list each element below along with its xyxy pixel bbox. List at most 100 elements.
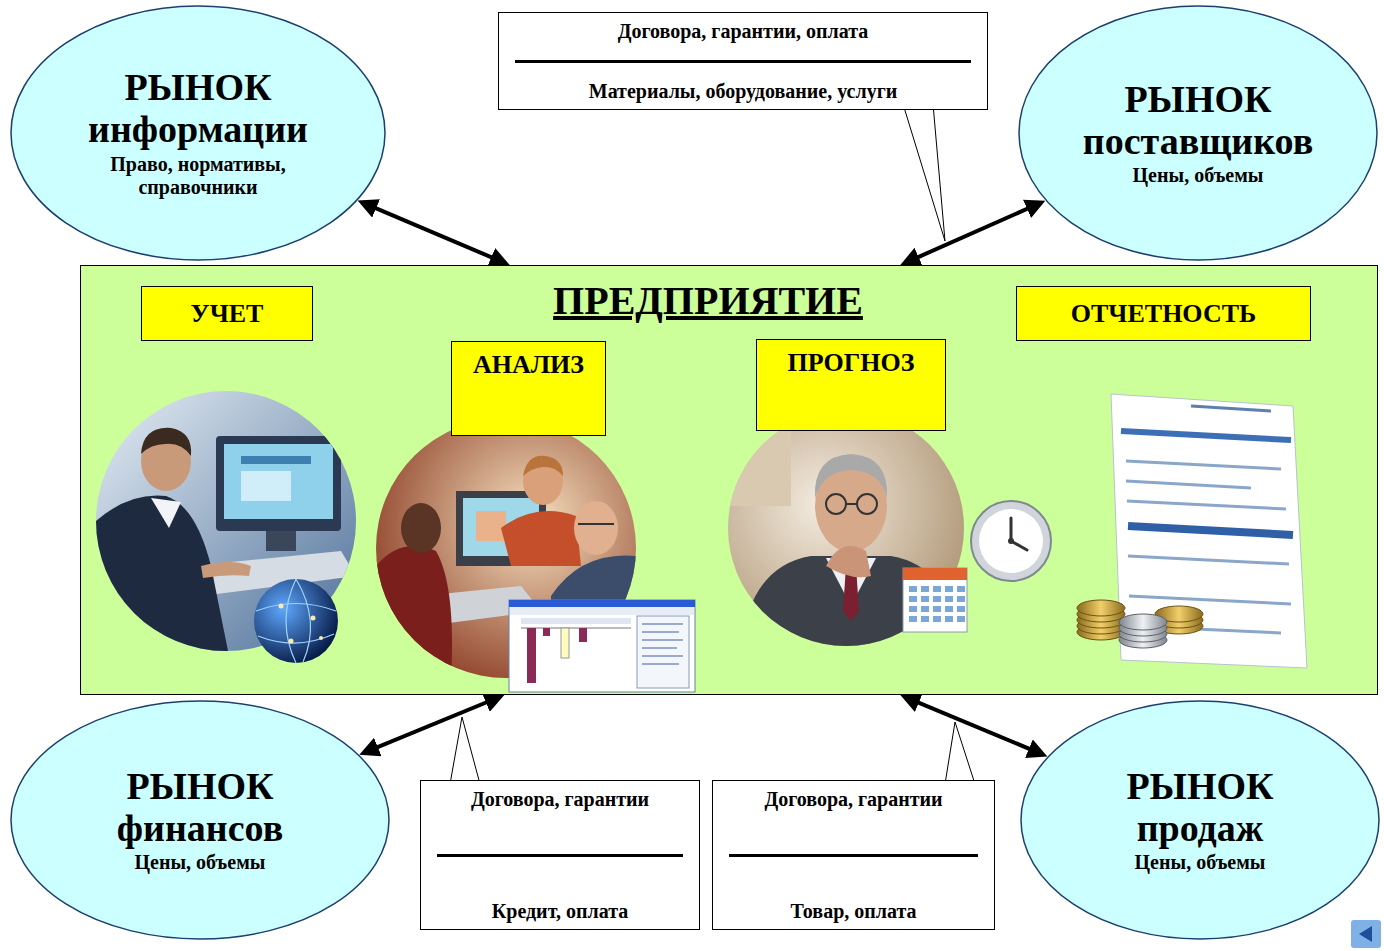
- callout-tail: [450, 717, 480, 784]
- forecast-photo: [728, 410, 964, 646]
- function-name: АНАЛИЗ: [473, 350, 584, 380]
- terms-text: Договора, гарантии: [433, 787, 687, 811]
- coin-stacks: [1119, 614, 1167, 630]
- forecast-photo: [826, 494, 846, 514]
- clock-icon: [971, 501, 1051, 581]
- callout-box: Договора, гарантииТовар, оплата: [712, 780, 995, 930]
- market-note: Цены, объемы: [1071, 164, 1326, 187]
- spreadsheet-window: [509, 600, 695, 692]
- report-document: [1121, 431, 1291, 440]
- connector-arrow: [367, 698, 497, 752]
- accounting-photo: [241, 456, 311, 464]
- spreadsheet-window: [509, 600, 695, 607]
- clock-icon: [1011, 518, 1027, 550]
- spreadsheet-window: [579, 628, 587, 642]
- forecast-photo: [815, 454, 887, 498]
- globe-icon: [254, 579, 338, 663]
- forecast-photo: [728, 410, 964, 646]
- nav-button: [1359, 926, 1372, 942]
- spreadsheet-window: [521, 628, 631, 629]
- report-document: [1128, 526, 1293, 535]
- market-name: РЫНОК поставщиков: [1071, 79, 1326, 163]
- market-ellipse: РЫНОК продажЦены, объемы: [1020, 700, 1380, 940]
- market-ellipse: РЫНОК поставщиковЦены, объемы: [1018, 5, 1378, 261]
- calendar-icon: [903, 568, 967, 580]
- function-name: УЧЕТ: [191, 299, 264, 329]
- globe-icon: [319, 636, 323, 640]
- spreadsheet-window: [510, 607, 694, 615]
- callout-tail: [903, 104, 945, 241]
- analysis-photo: [476, 511, 506, 541]
- flow-text: Товар, оплата: [725, 899, 982, 923]
- forecast-photo: [826, 546, 871, 577]
- ellipse-outline: [11, 701, 389, 939]
- report-document: [1111, 394, 1307, 668]
- analysis-photo: [501, 511, 581, 566]
- spreadsheet-window: [509, 600, 695, 692]
- forecast-photo: [846, 503, 857, 505]
- market-ellipse: РЫНОК информацииПраво, нормативы, справо…: [10, 5, 386, 261]
- divider-line: [729, 854, 978, 857]
- enterprise-title: ПРЕДПРИЯТИЕ: [553, 278, 863, 324]
- accounting-photo: [151, 498, 181, 528]
- accounting-photo: [241, 471, 291, 501]
- callout-tail: [945, 722, 975, 784]
- function-name: ОТЧЕТНОСТЬ: [1071, 299, 1256, 329]
- connector-arrow: [908, 204, 1038, 262]
- market-name: РЫНОК продаж: [1073, 766, 1328, 850]
- globe-icon: [254, 579, 338, 663]
- callout-box: Договора, гарантииКредит, оплата: [420, 780, 700, 930]
- market-note: Право, нормативы, справочники: [65, 153, 331, 199]
- calendar-icon: [909, 586, 965, 622]
- market-note: Цены, объемы: [1073, 851, 1328, 874]
- function-name: ПРОГНОЗ: [788, 348, 915, 378]
- market-name: РЫНОК информации: [65, 67, 331, 151]
- spreadsheet-window: [642, 624, 683, 664]
- spreadsheet-window: [521, 618, 631, 624]
- analysis-photo: [574, 501, 618, 555]
- accounting-photo: [81, 496, 231, 667]
- accounting-photo: [81, 391, 356, 666]
- spreadsheet-window: [543, 628, 550, 636]
- analysis-photo: [523, 456, 563, 476]
- forecast-photo: [857, 494, 877, 514]
- nav-button: [1350, 919, 1382, 949]
- calendar-icon: [903, 568, 967, 632]
- ellipse-outline: [11, 6, 385, 260]
- market-name: РЫНОК финансов: [66, 766, 335, 850]
- flow-text: Материалы, оборудование, услуги: [511, 79, 975, 103]
- spreadsheet-window: [637, 616, 689, 688]
- coin-stacks: [1077, 600, 1203, 648]
- clock-icon: [1008, 538, 1014, 544]
- accounting-photo: [266, 531, 296, 551]
- nav-button: [1351, 920, 1381, 948]
- connector-arrow: [365, 204, 502, 262]
- analysis-photo: [376, 546, 452, 678]
- accounting-photo: [201, 562, 251, 578]
- divider-line: [437, 854, 683, 857]
- callout-box: Договора, гарантии, оплатаМатериалы, обо…: [498, 12, 988, 110]
- market-note: Цены, объемы: [66, 851, 335, 874]
- function-label: ПРОГНОЗ: [756, 339, 946, 431]
- globe-icon: [289, 639, 294, 644]
- report-document: [1111, 394, 1307, 668]
- accounting-photo: [224, 444, 333, 519]
- function-label: ОТЧЕТНОСТЬ: [1016, 286, 1311, 341]
- function-label: УЧЕТ: [141, 286, 313, 341]
- terms-text: Договора, гарантии: [725, 787, 982, 811]
- connector-arrow: [908, 698, 1040, 753]
- function-label: АНАЛИЗ: [451, 341, 606, 436]
- band-title-holder: ПРЕДПРИЯТИЕ: [553, 278, 863, 324]
- clock-icon: [971, 501, 1051, 581]
- report-document: [1191, 406, 1271, 411]
- calendar-icon: [903, 568, 967, 632]
- terms-text: Договора, гарантии, оплата: [511, 19, 975, 43]
- spreadsheet-window: [527, 628, 536, 683]
- market-ellipse: РЫНОК финансовЦены, объемы: [10, 700, 390, 940]
- flow-text: Кредит, оплата: [433, 899, 687, 923]
- globe-icon: [311, 616, 316, 621]
- spreadsheet-window: [561, 628, 569, 658]
- clock-icon: [979, 509, 1043, 573]
- report-document: [1126, 461, 1291, 633]
